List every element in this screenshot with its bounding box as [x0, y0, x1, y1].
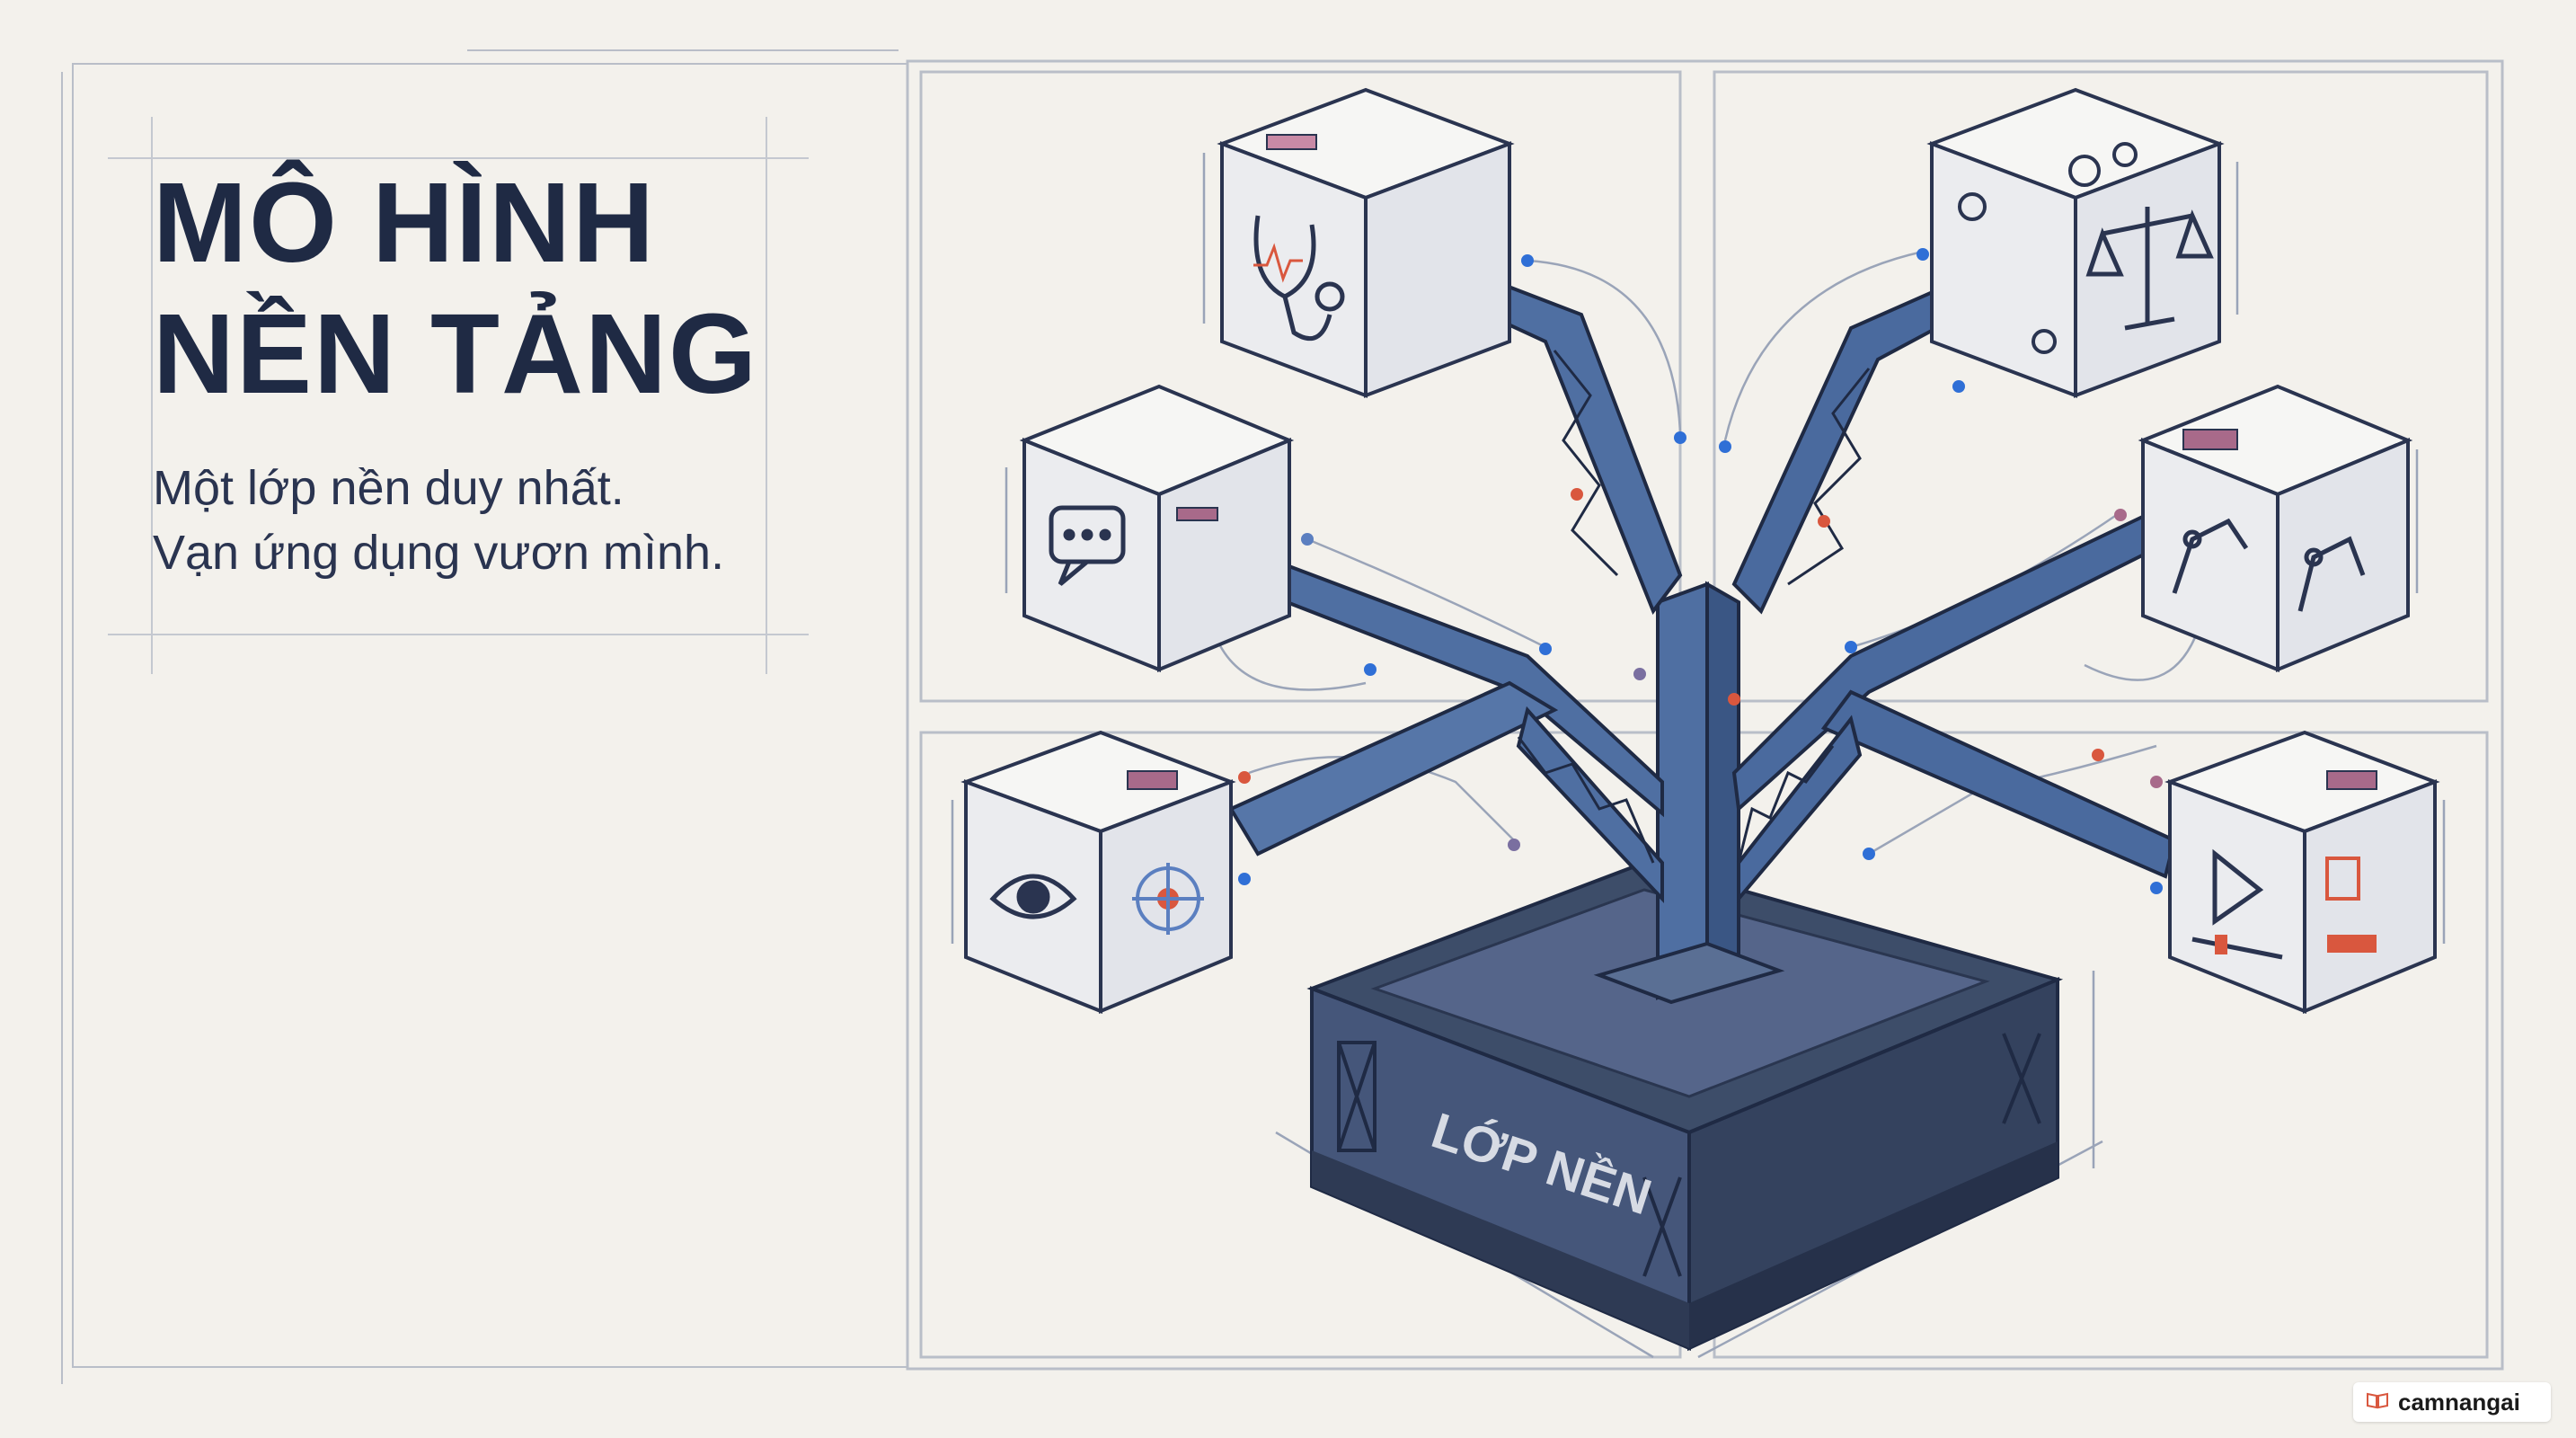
truss-lattice — [1517, 350, 1871, 864]
eye-icon — [989, 874, 1077, 919]
truss-zigzag — [1787, 368, 1871, 586]
dot — [1917, 248, 1929, 261]
crop-mark — [108, 634, 809, 635]
frame-bottom — [72, 1366, 907, 1368]
page-title-line-1: MÔ HÌNH — [153, 159, 656, 286]
subtitle-line-2: Vạn ứng dụng vươn mình. — [153, 526, 725, 580]
dot — [1863, 848, 1875, 860]
base-truss — [1337, 1041, 1377, 1152]
cube-legal — [1926, 87, 2225, 398]
truss-zigzag — [1517, 736, 1655, 864]
crop-mark — [108, 157, 809, 159]
cube-healthcare — [1217, 87, 1515, 398]
base-truss — [2002, 1033, 2041, 1124]
robot-arm-icon — [2172, 518, 2366, 612]
gear-icon — [1958, 142, 2138, 354]
base-truss — [1642, 1176, 1682, 1277]
cube-tag — [2182, 429, 2238, 450]
cube-tag — [1176, 507, 1218, 521]
frame-left — [72, 63, 74, 1366]
dot — [1818, 515, 1830, 528]
dot — [2092, 749, 2104, 761]
dot — [1952, 380, 1965, 393]
target-icon — [1132, 863, 1204, 935]
subtitle-line-1: Một lớp nền duy nhất. — [153, 461, 624, 515]
dot — [1633, 668, 1646, 680]
page-title-line-2: NỀN TẢNG — [153, 290, 758, 417]
connector-line — [1723, 250, 1924, 441]
cube-robotics — [2138, 384, 2413, 672]
accent-dots — [1238, 248, 2163, 894]
chat-bubble-icon — [1049, 505, 1126, 586]
dot — [1571, 488, 1583, 501]
panel-frame-outer — [906, 59, 2504, 1371]
panel-frame-top-right — [1713, 70, 2489, 703]
dot — [1508, 839, 1520, 851]
dot — [1238, 873, 1251, 885]
dot — [2114, 509, 2127, 521]
cube-chat — [1019, 384, 1295, 672]
book-icon — [2366, 1391, 2389, 1414]
tree-structure — [1216, 253, 2177, 1005]
connector-line — [1527, 259, 1682, 432]
watermark-text: camnangai — [2398, 1388, 2520, 1416]
truss-zigzag — [1553, 350, 1619, 577]
watermark-badge: camnangai — [2353, 1382, 2551, 1422]
panel-frame-top-left — [919, 70, 1682, 703]
base-plinth-right — [1689, 1141, 2058, 1348]
dot — [1674, 431, 1686, 444]
connector-line — [1211, 628, 1367, 691]
dot — [1728, 693, 1740, 706]
base-plinth-left — [1312, 1150, 1689, 1348]
cube-tag — [1266, 134, 1317, 150]
connector-line — [1306, 537, 1546, 649]
beam-lower-left — [1228, 680, 1559, 857]
stethoscope-icon — [1253, 215, 1345, 342]
cube-tag — [2326, 770, 2377, 790]
frame-left-accent — [61, 72, 63, 1384]
title-block: MÔ HÌNH NỀN TẢNG Một lớp nền duy nhất. V… — [153, 157, 782, 585]
cube-right — [2303, 779, 2437, 1014]
frame-top-accent — [467, 49, 899, 51]
cube-right — [2276, 438, 2410, 672]
cube-right — [1364, 141, 1511, 398]
play-icon — [2191, 848, 2377, 960]
dot — [1238, 771, 1251, 784]
trunk-plate — [1593, 941, 1785, 1005]
cube-vision — [960, 730, 1236, 1014]
beam-strut-right — [1737, 715, 1863, 904]
cube-tag — [1127, 770, 1178, 790]
dot — [1364, 663, 1377, 676]
dot — [1845, 641, 1857, 653]
dot — [1521, 254, 1534, 267]
beam-strut-left — [1516, 706, 1664, 904]
dot — [1719, 440, 1731, 453]
cube-media — [2164, 730, 2440, 1014]
dot — [1539, 643, 1552, 655]
crop-mark — [151, 117, 153, 674]
dot — [2150, 776, 2163, 788]
cube-right — [1157, 438, 1291, 672]
crop-mark — [766, 117, 767, 674]
frame-top — [72, 63, 907, 65]
subtitle: Một lớp nền duy nhất. Vạn ứng dụng vươn … — [153, 456, 782, 585]
dot — [1301, 533, 1314, 546]
panel-frames — [906, 59, 2504, 1371]
connector-line — [2084, 619, 2203, 681]
truss-zigzag — [1737, 745, 1835, 864]
scales-icon — [2085, 207, 2214, 331]
trunk — [1656, 581, 1709, 1000]
base-truss — [1337, 1042, 1377, 1151]
dot — [2150, 882, 2163, 894]
